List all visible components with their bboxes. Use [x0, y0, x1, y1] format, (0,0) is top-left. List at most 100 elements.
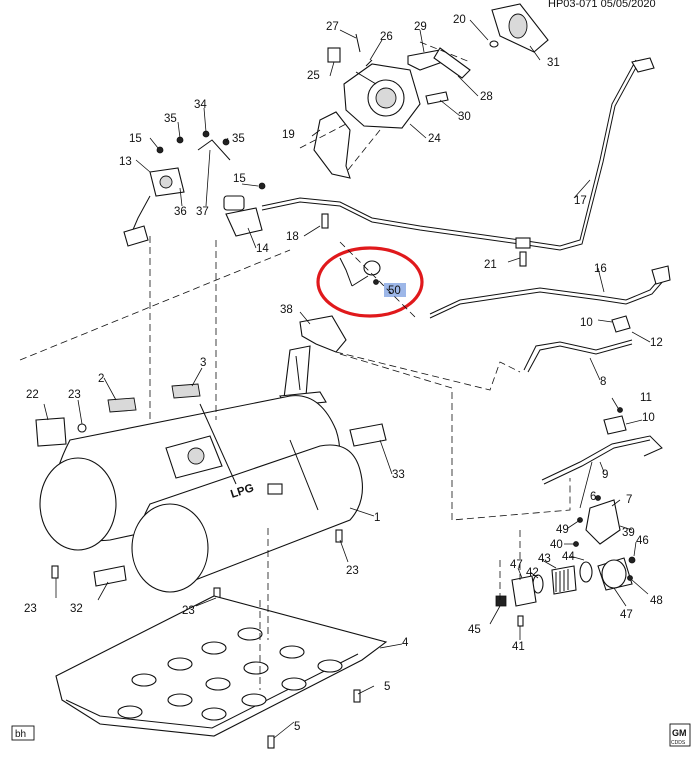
bolt-5a	[353, 689, 361, 703]
bracket-22	[35, 417, 67, 447]
callout-46: 46	[636, 535, 649, 547]
float	[123, 225, 149, 247]
o-ring-44	[579, 561, 593, 583]
corner-left-box	[11, 725, 35, 741]
callout-40: 40	[550, 539, 563, 551]
callout-45: 45	[468, 624, 481, 636]
float-arm	[131, 195, 151, 233]
highlight-label-box	[384, 283, 406, 297]
callout-36: 36	[174, 206, 187, 218]
pin-30	[425, 91, 449, 105]
filler-inner	[375, 87, 397, 109]
callout-21: 21	[484, 259, 497, 271]
callout-47-right: 47	[620, 609, 633, 621]
callout-18: 18	[286, 231, 299, 243]
callout-39: 39	[622, 527, 635, 539]
callout-12: 12	[650, 337, 663, 349]
bracket-28	[433, 47, 471, 79]
fitting-46	[628, 556, 636, 564]
callout-20: 20	[453, 14, 466, 26]
callout-32: 32	[70, 603, 83, 615]
callout-26: 26	[380, 31, 393, 43]
bolt-23a	[51, 565, 59, 579]
tank-straps	[199, 403, 319, 511]
callout-4: 4	[402, 637, 409, 649]
callout-23-right: 23	[346, 565, 359, 577]
callout-19: 19	[282, 129, 295, 141]
bolt-41	[517, 615, 524, 627]
callout-10-mid: 10	[642, 412, 655, 424]
washer-20	[489, 40, 499, 48]
callout-35-right: 35	[232, 133, 245, 145]
skid-plate-holes	[117, 627, 343, 721]
callout-14: 14	[256, 243, 269, 255]
bolt-15	[156, 146, 164, 154]
callout-23-bottom: 23	[182, 605, 195, 617]
pad-2	[107, 397, 137, 413]
callout-30: 30	[458, 111, 471, 123]
highlight-circle	[316, 246, 424, 318]
callout-3: 3	[200, 357, 206, 369]
callout-1: 1	[374, 512, 380, 524]
skid-plate-lip	[65, 653, 359, 729]
gm-logo-subtext: CDDS	[671, 740, 686, 746]
fuel-line-9	[541, 435, 663, 481]
callout-11: 11	[640, 392, 652, 404]
callout-44: 44	[562, 551, 575, 563]
tank-front-endcap	[131, 503, 209, 593]
callout-8: 8	[600, 376, 606, 388]
reference-lines	[19, 236, 571, 690]
valve-37	[223, 195, 245, 211]
fuel-line-8	[523, 339, 633, 371]
bolt-7	[595, 495, 601, 501]
diagram-reference: HP03-071 05/05/2020	[548, 0, 656, 10]
callout-5-right: 5	[384, 681, 390, 693]
bracket-38	[283, 345, 311, 399]
bolt-21	[519, 251, 527, 267]
valve-14	[225, 207, 263, 237]
callout-34: 34	[194, 99, 207, 111]
housing-ribs	[355, 59, 377, 85]
plug-50	[363, 260, 381, 276]
callout-9: 9	[602, 469, 608, 481]
fuel-line-8-edge	[527, 343, 633, 373]
line-clamp	[515, 237, 531, 249]
callout-29: 29	[414, 21, 427, 33]
valve-bracket-38	[279, 315, 347, 407]
filter-43-ribs	[555, 569, 569, 592]
alignment-lines-top	[299, 41, 471, 171]
callout-31: 31	[547, 57, 560, 69]
lpg-tanks: LPG	[39, 395, 363, 593]
callout-33: 33	[392, 469, 405, 481]
callout-22: 22	[26, 389, 39, 401]
bolt-48	[627, 575, 633, 581]
corner-marks: bh GM CDDS	[11, 723, 691, 747]
bracket-19	[313, 111, 351, 179]
tank-rear-endcap	[39, 457, 117, 551]
skid-plate-4	[55, 595, 388, 749]
skid-plate	[55, 595, 388, 737]
bracket-39	[585, 499, 621, 545]
filler-assembly	[299, 3, 549, 179]
connector-25	[327, 47, 341, 63]
sender-dial	[159, 175, 173, 189]
pigtail-50	[339, 257, 353, 287]
callout-7: 7	[626, 494, 632, 506]
bolt-40	[573, 541, 579, 547]
callout-16: 16	[594, 263, 607, 275]
gm-logo	[669, 723, 691, 747]
callout-43: 43	[538, 553, 551, 565]
callout-28: 28	[480, 91, 493, 103]
valve-group-left	[123, 130, 266, 247]
callout-23-bottom-left: 23	[24, 603, 37, 615]
leader-lines	[43, 19, 651, 739]
tank-small-parts	[35, 383, 387, 601]
callout-15-left: 15	[129, 133, 142, 145]
callout-13: 13	[119, 156, 132, 168]
filter-group-right	[495, 407, 636, 627]
fuel-line-16-edge	[429, 279, 665, 319]
callout-23-left: 23	[68, 389, 81, 401]
bolt-18	[321, 213, 329, 229]
line-fitting-17	[631, 57, 655, 73]
fuel-line-16	[429, 275, 663, 315]
